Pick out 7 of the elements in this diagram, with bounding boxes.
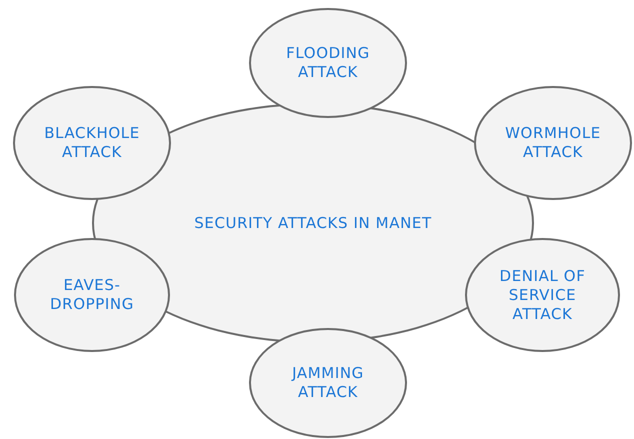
node-label: BLACKHOLE ATTACK (43, 124, 141, 162)
node-label: JAMMING ATTACK (290, 364, 365, 402)
node-label: DENIAL OF SERVICE ATTACK (498, 266, 586, 324)
node-label: WORMHOLE ATTACK (504, 124, 602, 162)
node-label: SECURITY ATTACKS IN MANET (194, 214, 432, 232)
node-label: EAVES- DROPPING (49, 276, 135, 314)
node-label: FLOODING ATTACK (285, 44, 371, 82)
